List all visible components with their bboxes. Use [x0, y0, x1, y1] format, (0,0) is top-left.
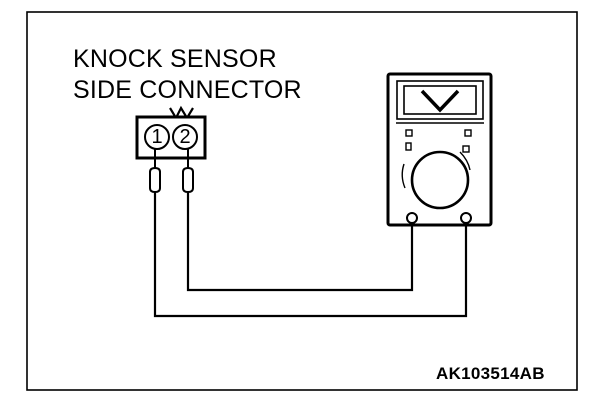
- multimeter-button-left-mid: [405, 142, 412, 151]
- connector-title-line-1: KNOCK SENSOR: [73, 45, 277, 73]
- multimeter-dial: [410, 150, 470, 210]
- wire-pin-2-to-meter: [186, 192, 414, 292]
- dial-scale-arc: [401, 163, 406, 189]
- pin-2-label: 2: [179, 126, 191, 148]
- pin-2-circle: [172, 124, 198, 150]
- multimeter-button-left-top: [405, 129, 413, 137]
- multimeter-button-right-top: [464, 129, 472, 137]
- probe-2-tip: [182, 166, 194, 194]
- display-v-glyph: [420, 89, 460, 113]
- wire-pin-1-to-meter: [153, 192, 468, 318]
- multimeter-button-right-mid: [462, 145, 470, 153]
- connector-title-line-2: SIDE CONNECTOR: [73, 76, 302, 104]
- probe-1-tip: [149, 166, 161, 194]
- connector-key-tab: [169, 105, 194, 121]
- frame-border: [26, 11, 578, 391]
- connector-body: [135, 115, 207, 160]
- multimeter: [386, 72, 493, 227]
- dial-scale-arc-right: [459, 151, 471, 171]
- meter-jack-right: [460, 212, 472, 224]
- figure-code: AK103514AB: [436, 364, 545, 383]
- pin-1-label: 1: [151, 126, 163, 148]
- pin-1-circle: [144, 124, 170, 150]
- meter-jack-left: [406, 212, 418, 224]
